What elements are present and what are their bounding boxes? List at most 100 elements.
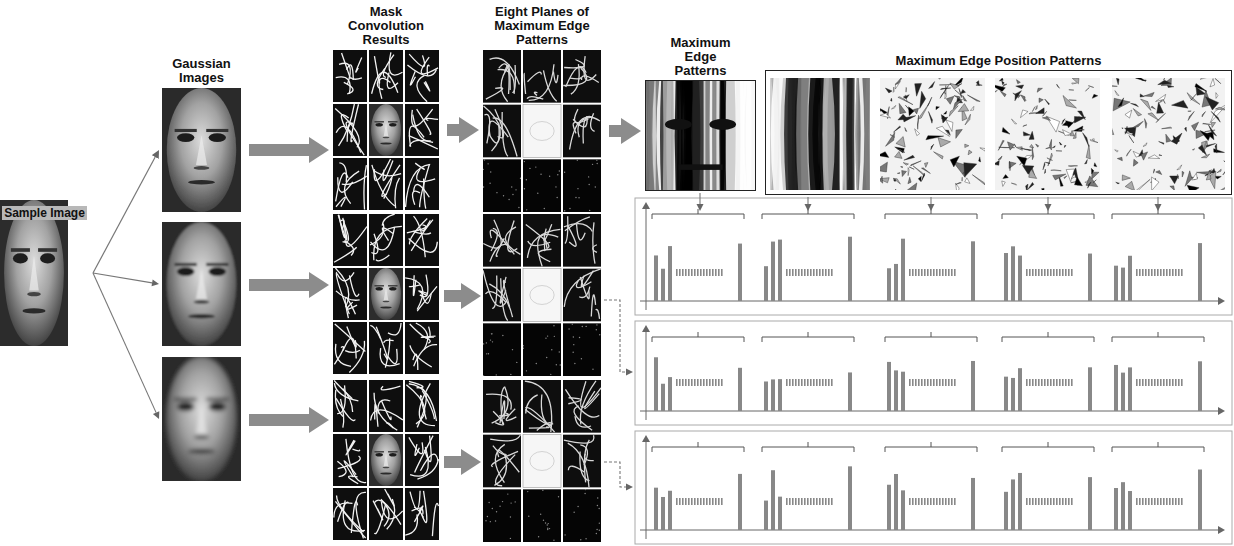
edge-map-part <box>487 163 488 164</box>
histogram-panel-part <box>930 379 932 386</box>
histogram-panel-part <box>1112 442 1204 452</box>
face-image-part-part <box>383 301 390 303</box>
edge-map-part <box>486 394 511 409</box>
histogram-panel-part <box>1018 256 1022 301</box>
plane-grid-part <box>483 159 521 212</box>
histogram-panel-part <box>1218 526 1225 534</box>
histogram-panel-part <box>679 498 681 505</box>
edge-map-part <box>506 409 516 421</box>
mask-grid-part <box>369 380 403 432</box>
edge-map-part <box>483 270 507 306</box>
plane-grid-part <box>523 323 561 376</box>
edge-map-part <box>381 386 400 390</box>
edge-map-part <box>547 335 548 336</box>
pattern-image-part <box>1157 102 1164 113</box>
histogram-panel-part <box>1035 269 1037 276</box>
plane-grid <box>482 213 602 377</box>
pattern-image-part <box>946 96 954 104</box>
histogram-panel-part <box>792 379 794 386</box>
pattern-image-part <box>1210 79 1215 87</box>
edge-map-part <box>337 272 354 280</box>
pattern-image-part <box>963 96 967 102</box>
edge-map-part <box>349 275 359 296</box>
edge-map-part <box>406 164 431 207</box>
block-arrow <box>444 449 481 475</box>
pattern-image-part <box>1131 103 1139 106</box>
face-image-part-part <box>384 124 389 136</box>
edge-map <box>407 216 438 257</box>
edge-map <box>523 325 561 375</box>
face-image-part-part <box>162 88 241 212</box>
face-image-part-part <box>389 453 396 457</box>
histogram-panel-part <box>816 379 818 386</box>
edge-map-part <box>336 197 345 207</box>
histogram-panel-part <box>668 491 672 530</box>
face-image-part-part <box>162 357 241 481</box>
histogram-panel-part <box>1044 379 1046 386</box>
pattern-image-part <box>1003 84 1007 87</box>
pattern-image-part <box>1085 159 1088 163</box>
face-image-part-part <box>384 454 389 466</box>
histogram-panel-part <box>810 498 812 505</box>
mask-grid-part <box>333 104 367 156</box>
pattern-image-part <box>926 136 944 140</box>
edge-map-part <box>580 277 589 299</box>
histogram-panel-part <box>700 379 702 386</box>
edge-map-part <box>387 73 398 89</box>
pattern-image-part <box>1182 171 1184 177</box>
leader-arrow-part <box>604 300 626 372</box>
edge-map-part <box>528 72 542 82</box>
histogram-panel-part <box>1198 361 1202 411</box>
face-image-part <box>0 200 68 346</box>
edge-map-part <box>486 342 487 343</box>
leader-arrow-part <box>805 204 812 211</box>
edge-map-part <box>547 529 548 530</box>
edge-map-part <box>514 501 515 502</box>
histogram-panel-part <box>1112 332 1204 342</box>
edge-map-part <box>547 524 548 525</box>
position-pattern-box: Maximum Edge Position Patterns <box>765 70 1232 195</box>
edge-map-part <box>510 516 511 517</box>
leader-arrow-part <box>930 197 931 204</box>
histogram-panel-part <box>1128 256 1132 301</box>
edge-map-part <box>584 440 589 482</box>
edge-map <box>337 439 366 484</box>
histogram-panel-part <box>1026 379 1028 386</box>
edge-map-part <box>516 362 517 363</box>
edge-map-part <box>558 496 559 497</box>
histogram-panel-part <box>825 269 827 276</box>
pattern-image-part <box>898 114 908 120</box>
face-image-part-part <box>389 123 396 127</box>
pattern-image-part <box>1215 107 1225 110</box>
histogram-panel-part <box>1032 379 1034 386</box>
histogram-panel-part <box>901 372 905 411</box>
histogram-panel-part <box>1029 269 1031 276</box>
pattern-image-part <box>1136 78 1146 81</box>
histogram-panel-part <box>1050 269 1052 276</box>
edge-map-part <box>564 435 594 443</box>
edge-map-part <box>336 291 360 300</box>
edge-map-part <box>413 191 420 205</box>
plane-grid-part <box>530 122 554 141</box>
pattern-image-part <box>967 95 980 101</box>
face-image-part-part <box>371 434 401 486</box>
edge-map <box>373 489 403 534</box>
histogram-panel-part <box>1041 269 1043 276</box>
edge-map-part <box>545 337 546 338</box>
edge-map <box>405 275 437 311</box>
edge-map-part <box>524 161 525 162</box>
histogram-panel-part <box>936 498 938 505</box>
pattern-image-part <box>1090 140 1098 143</box>
pattern-image-part <box>897 148 905 152</box>
histogram-panel-part <box>1148 498 1150 505</box>
edge-map-part <box>537 423 553 431</box>
edge-map <box>335 268 359 318</box>
histogram-panel-part <box>1160 498 1162 505</box>
histogram-panel-part <box>1151 269 1153 276</box>
histogram-panel-part <box>819 498 821 505</box>
mask-grid-part <box>369 488 403 540</box>
face-image-part-part <box>177 402 194 411</box>
histogram-panel-part <box>668 246 672 301</box>
pattern-image-part <box>1153 169 1154 173</box>
block-arrow <box>609 125 621 137</box>
